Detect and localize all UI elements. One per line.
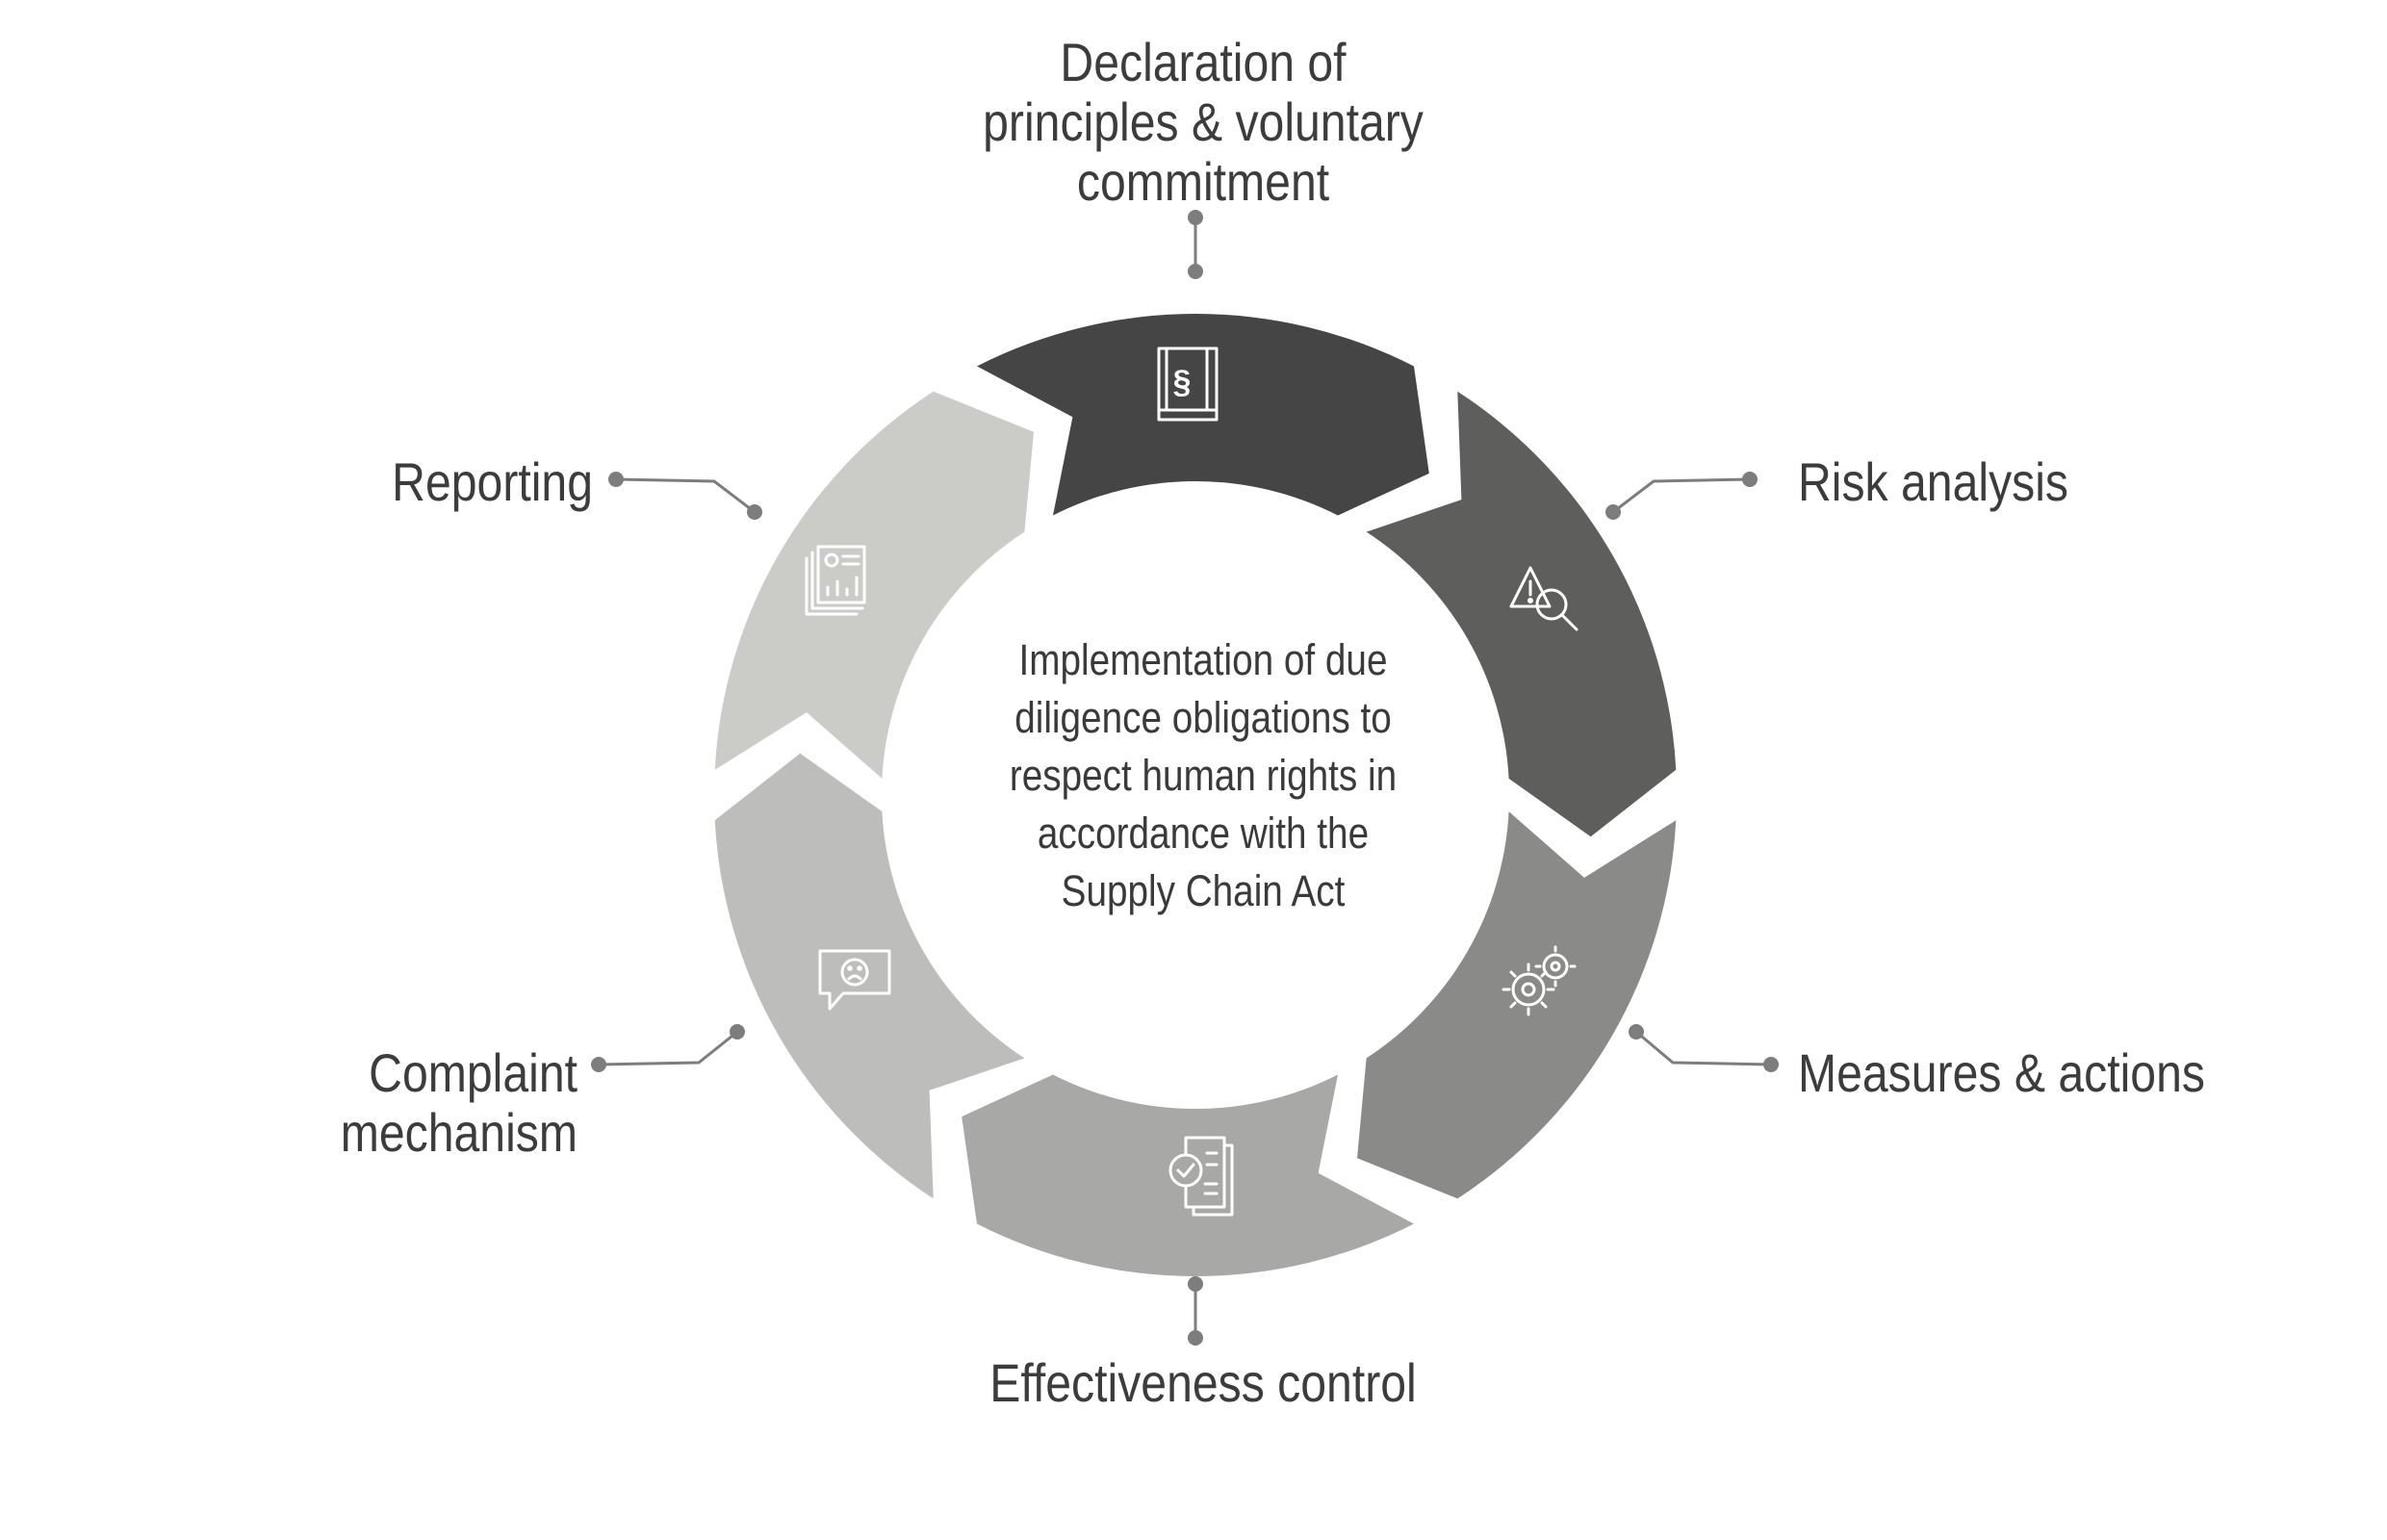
connector-measures-start-dot [1763, 1057, 1779, 1072]
risk-search-icon [1509, 566, 1578, 631]
connector-complaint-end-dot [730, 1024, 745, 1040]
segment-complaint [714, 753, 1025, 1199]
connector-measures [1635, 1030, 1772, 1066]
center-description: Implementation of due diligence obligati… [1009, 635, 1398, 915]
connector-effectiveness-end-dot [1188, 1330, 1203, 1346]
connector-risk-analysis [1612, 477, 1751, 514]
connector-effectiveness-start-dot [1188, 1276, 1203, 1292]
label-declaration-of-principles: Declaration of principles & voluntary co… [983, 32, 1424, 212]
connector-measures-end-dot [1629, 1024, 1644, 1040]
label-effectiveness-control: Effectiveness control [989, 1352, 1417, 1413]
connector-reporting [615, 477, 756, 514]
segment-reporting [714, 391, 1034, 779]
label-connectors [591, 210, 1779, 1346]
gears-icon [1502, 945, 1577, 1016]
complaint-bubble-icon [818, 949, 891, 1011]
connector-declaration-end-dot [1188, 264, 1203, 279]
connector-reporting-end-dot [747, 504, 762, 520]
label-measures-actions: Measures & actions [1798, 1042, 2205, 1103]
connector-declaration-start-dot [1188, 210, 1203, 225]
label-risk-analysis: Risk analysis [1798, 451, 2069, 512]
connector-risk-analysis-end-dot [1605, 504, 1621, 520]
cycle-segments [714, 314, 1677, 1276]
connector-risk-analysis-start-dot [1742, 472, 1758, 487]
label-complaint-mechanism: Complaint mechanism [340, 1042, 578, 1163]
connector-complaint [598, 1030, 738, 1066]
law-book-icon: § [1157, 346, 1219, 422]
connector-complaint-start-dot [591, 1057, 606, 1072]
svg-text:§: § [1173, 364, 1192, 400]
segment-risk-analysis [1366, 391, 1677, 837]
checked-document-icon [1168, 1136, 1234, 1217]
report-chart-icon [805, 545, 866, 616]
segment-measures [1357, 811, 1677, 1199]
connector-reporting-start-dot [608, 472, 624, 487]
label-reporting: Reporting [392, 451, 593, 512]
segment-declaration [977, 314, 1429, 516]
